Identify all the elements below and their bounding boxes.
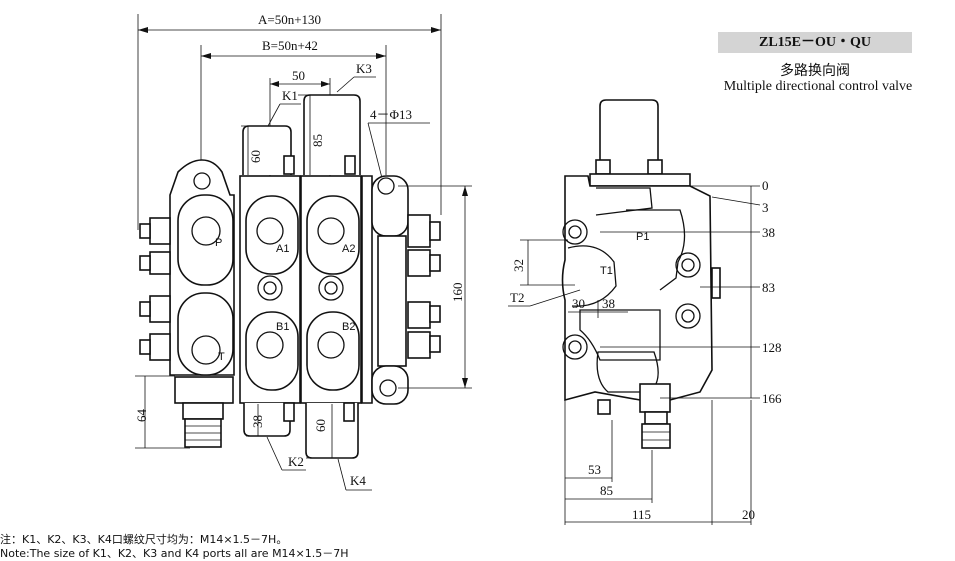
note-english: Note:The size of K1、K2、K3 and K4 ports a… [0,547,349,560]
side-vertical-dims: 0 3 38 83 128 166 [600,178,782,406]
port-b1-label: B1 [276,321,289,333]
dim-bottom-spool-b: 60 [313,419,328,432]
callout-k4: K4 [350,473,366,488]
outlet-section: 160 [361,175,472,405]
dim-side-115: 115 [632,507,651,522]
port-p-label: P [215,237,222,249]
dim-side-0: 0 [762,178,769,193]
dim-body-length: B=50n+42 [262,38,318,53]
callout-mount-holes: 4－Φ13 [370,107,412,122]
dim-pitch: 50 [292,68,305,83]
dim-side-85: 85 [600,483,613,498]
valve-section-2: A2 B2 [300,175,362,404]
port-a1-label: A1 [276,243,289,255]
dim-side-128: 128 [762,340,782,355]
side-horizontal-dims: 32 T2 30 38 53 85 115 20 [508,239,755,525]
dim-top-spool-a: 60 [248,150,263,163]
dim-top-spool-b: 85 [310,134,325,147]
top-spool-caps: 60 85 [241,94,361,175]
dim-side-32: 32 [511,259,526,272]
callout-k2: K2 [288,454,304,469]
title-english: Multiple directional control valve [723,79,913,94]
side-view: P1 T1 [561,99,721,449]
dim-side-30: 30 [572,296,585,311]
port-b2-label: B2 [342,321,355,333]
title-chinese: 多路换向阀 [780,63,850,79]
port-t1-label: T1 [600,265,613,277]
port-a2-label: A2 [342,243,355,255]
dim-side-166: 166 [762,391,782,406]
dim-bottom-spool-a: 38 [250,415,265,428]
k-callouts-top: K1 K3 4－Φ13 [267,61,430,187]
dim-side-83: 83 [762,280,775,295]
port-p1-label: P1 [636,231,649,243]
dim-side-3: 3 [762,200,769,215]
callout-k1: K1 [282,88,298,103]
dim-side-53: 53 [588,462,601,477]
callout-k3: K3 [356,61,372,76]
dim-side-38: 38 [762,225,775,240]
model-title: ZL15E－OU・QU [718,32,912,53]
dim-side-38b: 38 [602,296,615,311]
dim-bottom-left: 64 [134,409,149,423]
dim-overall-length: A=50n+130 [258,12,321,27]
bottom-spool-caps: 38 60 K2 K4 [243,402,372,491]
inlet-section: P T 64 [134,159,235,449]
note-chinese: 注：K1、K2、K3、K4口螺纹尺寸均为：M14×1.5－7H。 [0,533,288,546]
port-t2-label: T2 [510,290,524,305]
dim-height-total: 160 [450,283,465,303]
dim-side-20: 20 [742,507,755,522]
valve-section-1: A1 B1 [239,175,301,404]
port-t-label: T [218,351,225,363]
